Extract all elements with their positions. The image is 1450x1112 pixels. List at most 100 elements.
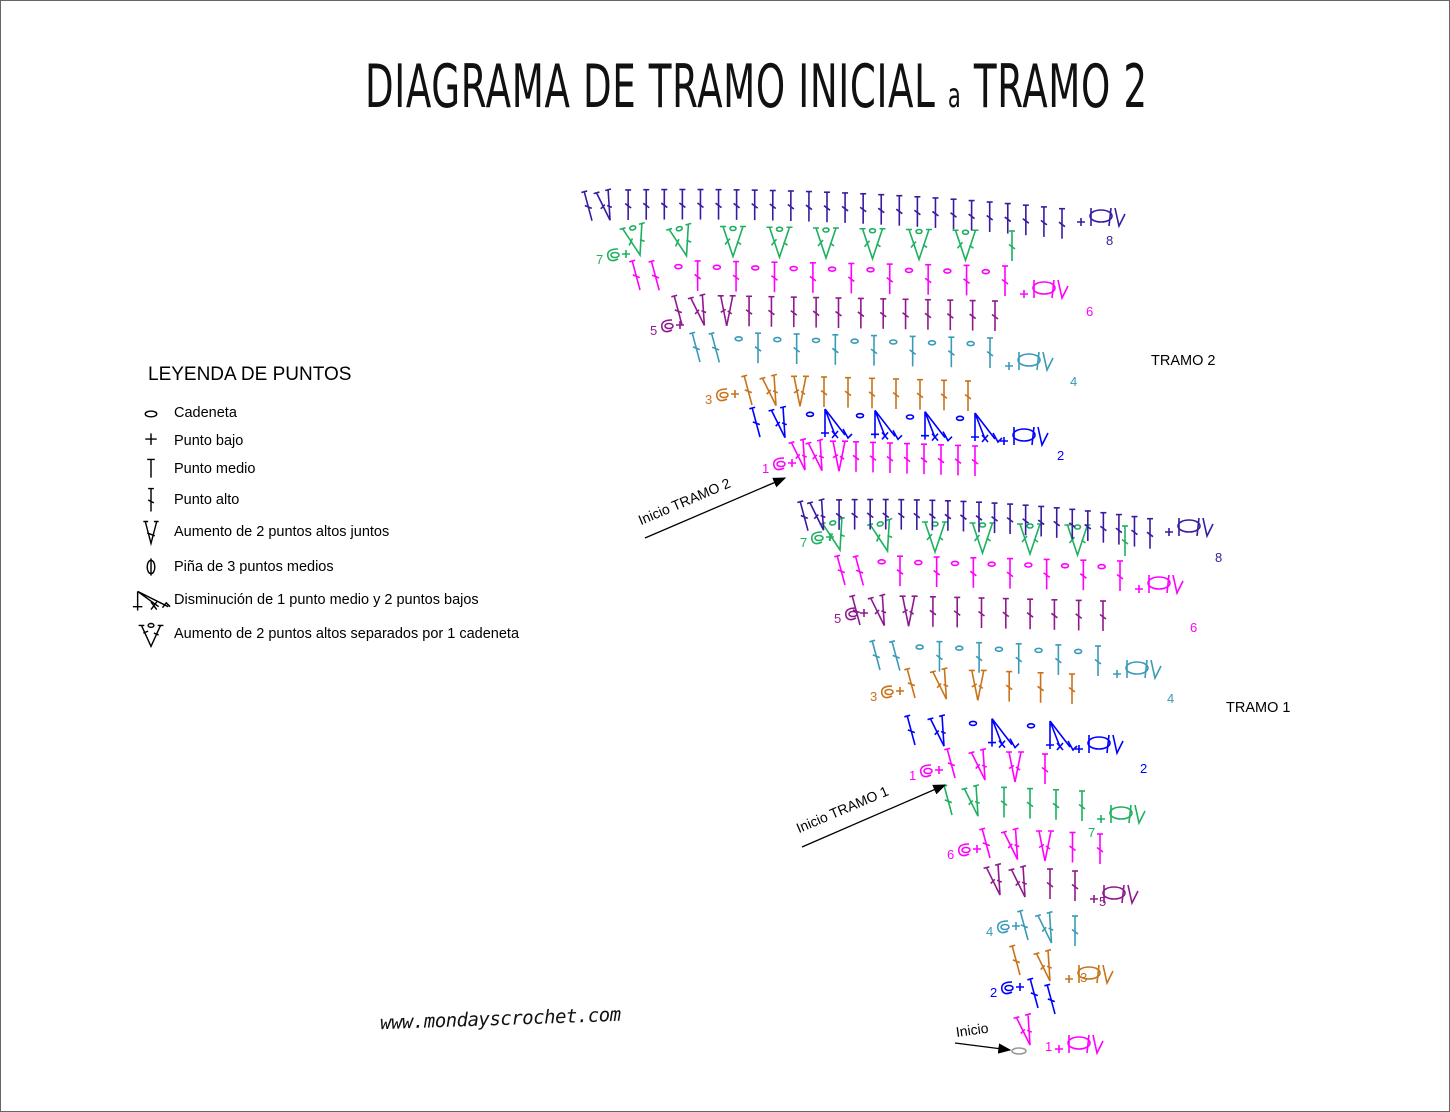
stitch-chain <box>981 268 991 275</box>
stitch-double-crochet <box>1046 868 1054 899</box>
stitch-double-crochet <box>844 376 852 408</box>
stitch-chain <box>855 412 865 419</box>
legend-item-label: Disminución de 1 punto medio y 2 puntos … <box>174 592 479 608</box>
row-end-puff-icon <box>1055 1034 1104 1056</box>
row-1: 1 <box>762 437 979 476</box>
stitch-increase-chain <box>859 227 886 262</box>
stitch-double-crochet <box>1116 560 1124 591</box>
stitch-chain <box>789 265 798 272</box>
puff-3hdc-icon <box>146 558 156 576</box>
stitch-double-crochet <box>629 259 641 291</box>
stitch-double-crochet <box>869 639 881 671</box>
stitch-chain <box>994 646 1004 653</box>
stitch-double-crochet <box>1006 503 1014 535</box>
legend-item: Aumento de 2 puntos altos juntos <box>130 519 390 547</box>
stitch-double-crochet <box>924 298 932 330</box>
increase-2dc-chain-icon <box>138 622 164 649</box>
legend-item: Punto bajo <box>130 428 243 454</box>
stitch-double-crochet <box>947 336 955 368</box>
legend-item-label: Punto medio <box>174 461 256 477</box>
stitch-chain <box>827 266 837 272</box>
stitch-increase <box>593 188 613 221</box>
stitch-double-crochet <box>979 827 991 859</box>
stitch-chain <box>915 644 924 650</box>
row-6: 6 <box>947 827 1104 864</box>
chain-oval-icon <box>144 410 158 418</box>
stitch-double-crochet <box>868 377 876 409</box>
stitch-double-crochet <box>940 379 948 411</box>
stitch-chain <box>811 337 821 344</box>
stitch-double-crochet <box>809 262 817 293</box>
stitch-double-crochet <box>1069 831 1076 863</box>
stitch-double-crochet <box>769 189 777 221</box>
row-7: 7 <box>596 221 1016 267</box>
stitch-double-crochet <box>835 297 842 328</box>
legend-item-label: Punto bajo <box>174 433 244 449</box>
title-connector: a <box>947 76 962 116</box>
stitch-double-crochet <box>882 498 890 530</box>
stitch-double-crochet <box>933 556 941 587</box>
stitch-double-crochet <box>1078 790 1086 821</box>
stitch-chain <box>927 339 937 346</box>
start-ring-icon <box>1011 1047 1027 1055</box>
stitch-chain <box>773 336 782 343</box>
stitch-double-crochet <box>986 201 994 233</box>
stitch-double-crochet <box>660 188 668 220</box>
stitch-increase <box>1008 864 1028 898</box>
stitch-double-crochet <box>968 199 976 231</box>
title-main: DIAGRAMA DE TRAMO INICIAL <box>365 52 936 122</box>
row-number: 6 <box>1190 620 1197 635</box>
legend-item: Punto medio <box>130 456 255 482</box>
legend-item: Punto alto <box>130 487 239 513</box>
stitch-chain <box>750 265 760 271</box>
stitch-double-crochet <box>1027 977 1039 1009</box>
legend-item: Piña de 3 puntos medios <box>130 554 334 580</box>
stitch-chain <box>1073 648 1083 655</box>
stitch-double-crochet <box>964 380 972 411</box>
row-3: 3 <box>705 373 972 411</box>
stitch-double-crochet <box>1026 787 1034 819</box>
stitch-double-crochet <box>797 500 809 531</box>
stitch-double-crochet <box>1037 505 1045 537</box>
stitch-double-crochet <box>897 498 905 530</box>
stitch-double-crochet <box>1096 833 1104 864</box>
stitch-double-crochet <box>963 264 971 296</box>
row-end-puff-icon <box>1165 517 1214 539</box>
stitch-double-crochet <box>886 442 894 473</box>
stitch-double-crochet <box>986 337 994 368</box>
row-start-chain-icon <box>606 248 630 262</box>
row-number: 5 <box>650 323 657 338</box>
increase-2dc-together-icon <box>143 520 159 547</box>
row-number: 7 <box>596 252 603 267</box>
legend-item-label: Aumento de 2 puntos altos juntos <box>174 524 390 540</box>
stitch-double-crochet <box>732 260 740 292</box>
stitch-double-crochet <box>944 500 952 531</box>
stitch-increase-chain <box>866 517 893 554</box>
row-1: 1 <box>909 747 1049 784</box>
stitch-double-crochet <box>1009 944 1021 976</box>
stitch-double-crochet <box>859 192 867 224</box>
row-number: 4 <box>1070 374 1077 389</box>
row-end-puff-icon <box>1097 804 1146 826</box>
stitch-increase-chain <box>1064 524 1091 558</box>
stitch-increase <box>830 440 848 472</box>
stitch-double-crochet <box>812 296 820 328</box>
row-number: 3 <box>705 392 712 407</box>
row-6: 6 <box>629 259 1093 319</box>
stitch-double-crochet <box>1053 507 1061 538</box>
stitch-double-crochet <box>1022 204 1030 236</box>
row-5: 5 <box>650 293 999 338</box>
row-number: 5 <box>1099 894 1106 909</box>
stitch-increase <box>961 784 981 817</box>
stitch-double-crochet <box>694 260 702 291</box>
stitch-double-crochet <box>903 442 911 474</box>
row-end-puff-icon <box>1135 574 1184 596</box>
stitch-double-crochet <box>835 499 843 530</box>
stitch-double-crochet <box>581 190 593 221</box>
stitch-chain <box>914 559 923 566</box>
stitch-double-crochet <box>975 641 983 673</box>
stitch-double-crochet <box>1130 515 1138 547</box>
stitch-double-crochet <box>1084 510 1092 541</box>
row-number: 4 <box>986 924 993 939</box>
